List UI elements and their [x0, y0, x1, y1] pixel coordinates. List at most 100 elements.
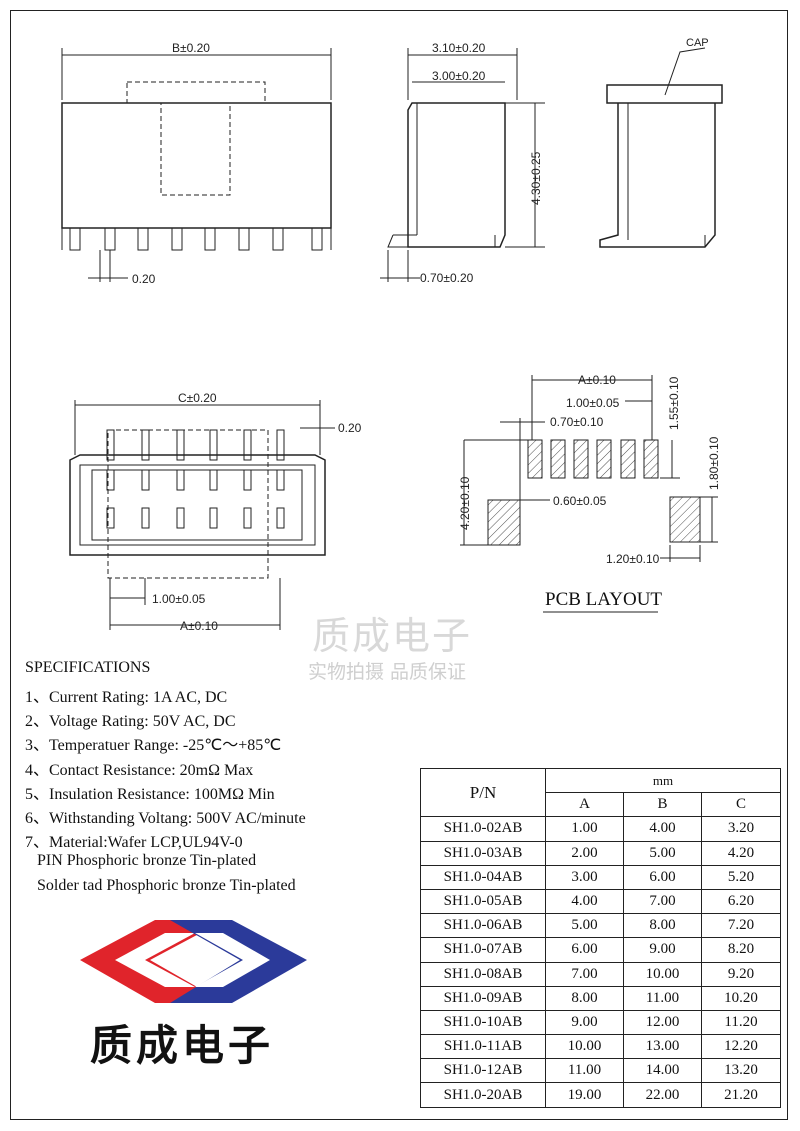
drawing-frame [10, 10, 788, 1120]
dim-c: C±0.20 [178, 391, 217, 405]
pcb-dim-tab-height: 1.80±0.10 [707, 436, 721, 490]
spec-item: 1、Current Rating: 1A AC, DC [25, 689, 228, 706]
part-number-cell: SH1.0-04AB [420, 864, 546, 890]
pcb-dim-a: A±0.10 [578, 373, 616, 387]
pin-contact [243, 507, 252, 529]
pcb-dim-pad-width: 0.70±0.10 [550, 415, 604, 429]
part-number-cell: SH1.0-12AB [420, 1058, 546, 1084]
pcb-dim-pitch: 1.00±0.05 [566, 396, 620, 410]
dim-cell: 19.00 [545, 1082, 624, 1108]
dim-cell: 13.20 [701, 1058, 781, 1084]
bottom-view [69, 400, 335, 630]
pin [171, 227, 183, 251]
spec-item: 6、Withstanding Voltang: 500V AC/minute [25, 810, 306, 827]
front-view [61, 48, 332, 282]
dim-cell: 14.00 [623, 1058, 702, 1084]
dim-foot: 0.70±0.20 [420, 271, 474, 285]
company-name: 质成电子 [90, 1021, 275, 1070]
dim-cell: 4.00 [545, 888, 624, 915]
signal-pad [527, 439, 543, 479]
dim-cell: 8.00 [545, 985, 624, 1011]
dim-cell: 1.00 [545, 816, 624, 842]
signal-pad [643, 439, 659, 479]
dim-cell: 2.00 [545, 840, 624, 866]
dim-depth-310: 3.10±0.20 [432, 41, 486, 55]
pin-contact [106, 469, 115, 491]
pin-contact [106, 507, 115, 529]
part-number-cell: SH1.0-11AB [420, 1034, 546, 1060]
spec-item: PIN Phosphoric bronze Tin-plated [25, 852, 257, 870]
part-number-cell: SH1.0-06AB [420, 913, 546, 939]
spec-item: 3、Temperatuer Range: -25℃～+85℃ [25, 737, 282, 755]
pin [137, 227, 149, 251]
pin [69, 227, 81, 251]
dim-cell: 11.20 [701, 1009, 781, 1036]
pin-contact [276, 469, 285, 491]
header-b: B [623, 792, 702, 818]
dim-cell: 5.20 [701, 864, 781, 890]
dim-cell: 9.00 [623, 937, 702, 963]
spec-item: 7、Material:Wafer LCP,UL94V-0 [25, 834, 243, 852]
signal-pad [596, 439, 612, 479]
pin-contact [141, 429, 150, 461]
pin-contact [176, 429, 185, 461]
side-view [380, 48, 545, 282]
pin-contact [209, 507, 218, 529]
dim-cell: 11.00 [623, 985, 702, 1011]
watermark-slogan: 实物拍摄 品质保证 [308, 661, 467, 683]
pin-contact [141, 469, 150, 491]
header-c: C [701, 792, 781, 818]
cap-view [599, 47, 723, 248]
dim-b: B±0.20 [172, 41, 210, 55]
signal-pad [550, 439, 566, 479]
dim-cell: 8.20 [701, 937, 781, 963]
part-number-cell: SH1.0-02AB [420, 816, 546, 842]
dim-cell: 4.20 [701, 840, 781, 866]
pin-contact [176, 469, 185, 491]
pin-contact [243, 429, 252, 461]
dim-height: 4.30±0.25 [529, 151, 543, 205]
dim-depth-300: 3.00±0.20 [432, 69, 486, 83]
spec-item: 4、Contact Resistance: 20mΩ Max [25, 761, 254, 779]
pin-contact [276, 507, 285, 529]
pcb-dim-total-height: 4.20±0.10 [458, 476, 472, 530]
dim-pitch: 1.00±0.05 [152, 592, 206, 606]
pcb-dim-gap: 0.60±0.05 [553, 494, 607, 508]
dim-cell: 4.00 [623, 816, 702, 842]
header-a: A [545, 792, 624, 818]
technical-drawings: B±0.20 0.20 3.10±0.20 3.00±0.20 4.30±0.2… [61, 37, 723, 633]
dim-cell: 8.00 [623, 913, 702, 939]
pcb-layout-title: PCB LAYOUT [545, 589, 662, 610]
spec-item: 2、Voltage Rating: 50V AC, DC [25, 713, 236, 731]
part-number-cell: SH1.0-05AB [420, 888, 546, 915]
spec-item: 5、Insulation Resistance: 100MΩ Min [25, 785, 275, 803]
specifications-title: SPECIFICATIONS [25, 659, 151, 676]
pin [238, 227, 250, 251]
pin [311, 227, 323, 251]
dim-cell: 6.00 [623, 864, 702, 890]
pin-contact [209, 429, 218, 461]
signal-pad [573, 439, 589, 479]
dim-cell: 7.20 [701, 913, 781, 939]
dim-cell: 7.00 [545, 961, 624, 987]
dim-pin-width: 0.20 [132, 272, 156, 286]
dim-cell: 12.20 [701, 1034, 781, 1060]
dim-cell: 22.00 [623, 1082, 702, 1108]
dim-cell: 13.00 [623, 1034, 702, 1060]
part-number-cell: SH1.0-07AB [420, 937, 546, 963]
pin-contact [106, 429, 115, 461]
watermark-company: 质成电子 [312, 614, 473, 658]
dim-cell: 10.20 [701, 985, 781, 1011]
header-pn: P/N [420, 767, 546, 818]
